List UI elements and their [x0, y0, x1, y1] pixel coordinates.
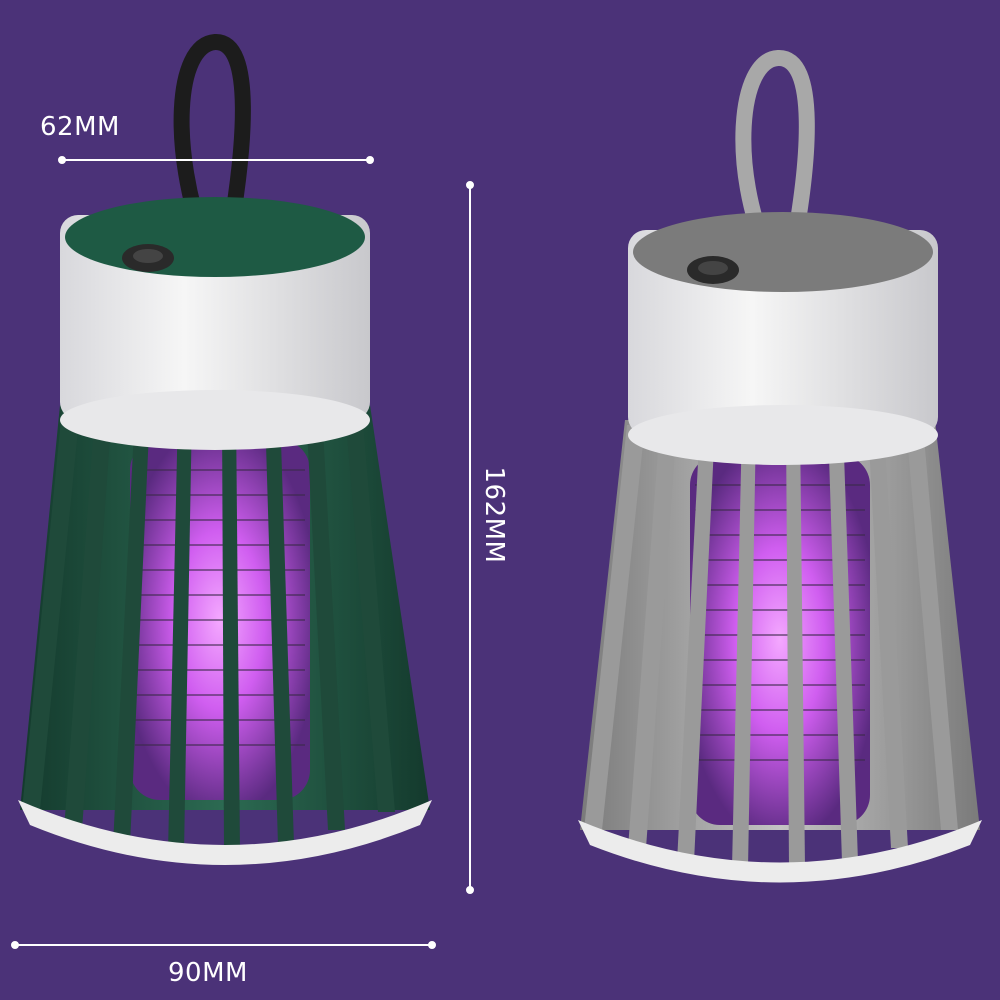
green-lamp-strap — [173, 34, 251, 253]
gray-lamp-bars — [584, 425, 958, 868]
dimension-lines — [11, 156, 474, 949]
gray-lamp-strap — [735, 50, 815, 263]
green-lamp-base — [18, 800, 432, 865]
green-lamp-bars — [22, 410, 395, 852]
height-label: 162MM — [479, 466, 509, 564]
green-lamp-lid — [65, 197, 365, 277]
green-lamp — [18, 34, 432, 865]
top-width-label: 62MM — [40, 112, 120, 142]
gray-lamp-uv-tube — [690, 455, 870, 825]
gray-lamp-lid — [633, 212, 933, 292]
gray-lamp-base — [578, 820, 982, 883]
gray-lamp — [578, 50, 982, 883]
bottom-width-label: 90MM — [168, 958, 248, 988]
